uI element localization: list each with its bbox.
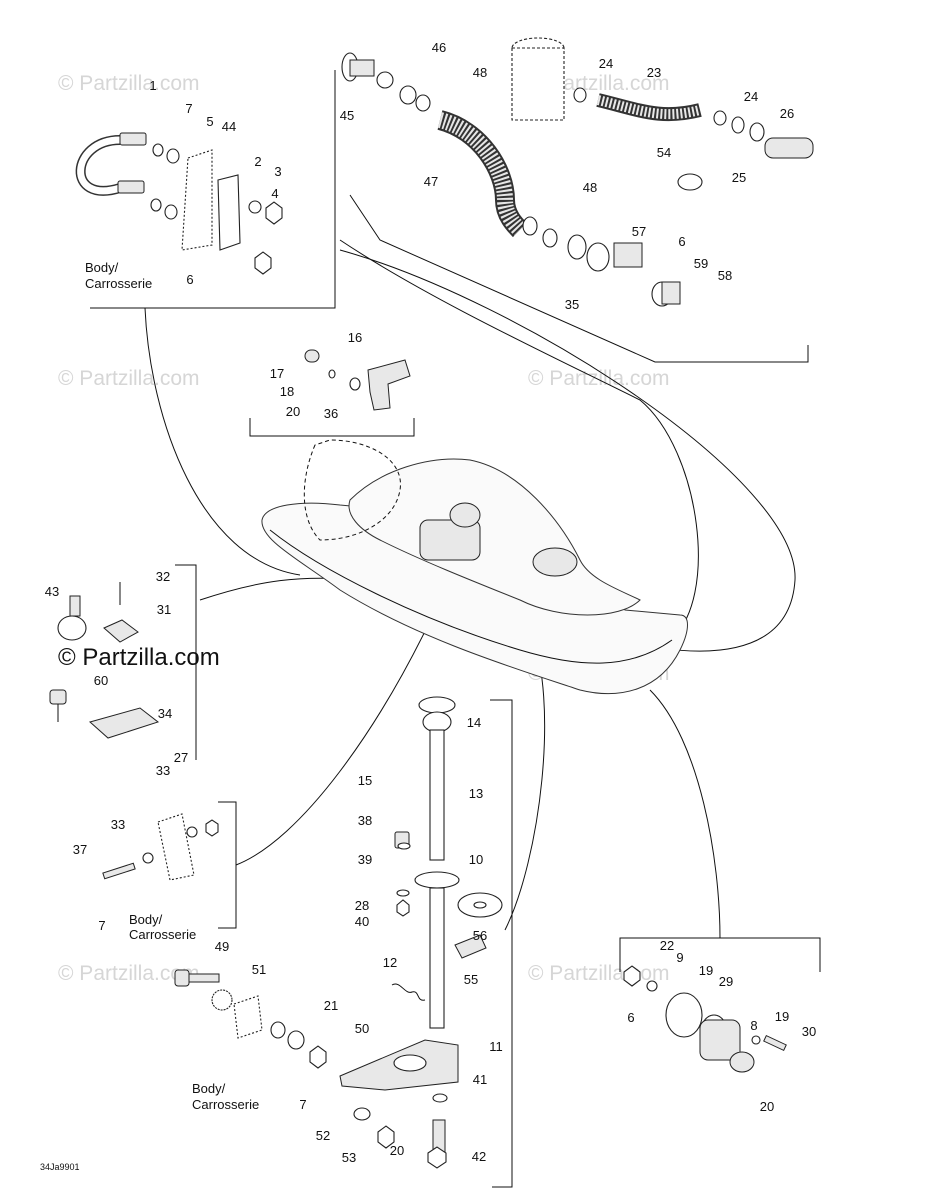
callout-35: 35 [565,297,579,312]
callout-13: 13 [469,786,483,801]
callout-50: 50 [355,1021,369,1036]
callout-19: 19 [699,963,713,978]
callout-31: 31 [157,602,171,617]
watermark: © Partzilla.com [58,962,200,985]
callout-14: 14 [467,715,481,730]
callout-56: 56 [473,928,487,943]
callout-33: 33 [111,817,125,832]
callout-20: 20 [760,1099,774,1114]
body-label-middle: Body/ Carrosserie [129,912,196,942]
callout-7: 7 [185,101,192,116]
callout-29: 29 [719,974,733,989]
callout-16: 16 [348,330,362,345]
callout-3: 3 [274,164,281,179]
callout-30: 30 [802,1024,816,1039]
carrosserie-label: Carrosserie [192,1097,259,1112]
diagram-code: 34Ja9901 [40,1162,80,1172]
steering-column-group [339,696,503,1169]
callout-17: 17 [270,366,284,381]
side-fixture-group [102,813,219,881]
carrosserie-label: Carrosserie [85,276,152,291]
callout-54: 54 [657,145,671,160]
callout-53: 53 [342,1150,356,1165]
carrosserie-label: Carrosserie [129,927,196,942]
hose-u-tube-group [75,132,283,275]
watermark-prominent: © Partzilla.com [58,644,220,671]
callout-36: 36 [324,406,338,421]
callout-24: 24 [599,56,613,71]
callout-25: 25 [732,170,746,185]
callout-42: 42 [472,1149,486,1164]
vent-tube-group [511,37,814,191]
callout-43: 43 [45,584,59,599]
callout-12: 12 [383,955,397,970]
body-label-bottom: Body/ Carrosserie [192,1081,259,1112]
callout-20: 20 [286,404,300,419]
callout-28: 28 [355,898,369,913]
callout-37: 37 [73,842,87,857]
callout-11: 11 [489,1039,503,1054]
callout-48: 48 [583,180,597,195]
drain-plug-group [623,965,787,1073]
callout-18: 18 [280,384,294,399]
body-label: Body/ [192,1081,226,1096]
hull [261,439,688,695]
intake-hose-group [341,52,681,307]
callout-7: 7 [98,918,105,933]
callout-45: 45 [340,108,354,123]
callout-2: 2 [254,154,261,169]
callout-5: 5 [206,114,213,129]
callout-57: 57 [632,224,646,239]
callout-19: 19 [775,1009,789,1024]
callout-55: 55 [464,972,478,987]
callout-40: 40 [355,914,369,929]
callout-47: 47 [424,174,438,189]
callout-6: 6 [627,1010,634,1025]
callout-59: 59 [694,256,708,271]
callout-49: 49 [215,939,229,954]
callout-7: 7 [299,1097,306,1112]
callout-46: 46 [432,40,446,55]
watermark: © Partzilla.com [528,367,670,390]
callout-48: 48 [473,65,487,80]
body-label: Body/ [129,912,163,927]
clips-group [49,582,160,739]
callout-34: 34 [158,706,172,721]
body-label-top: Body/ Carrosserie [85,260,152,291]
callout-22: 22 [660,938,674,953]
watermark: © Partzilla.com [58,72,200,95]
callout-38: 38 [358,813,372,828]
callout-6: 6 [186,272,193,287]
small-bracket-group [304,349,411,411]
callout-41: 41 [473,1072,487,1087]
callout-44: 44 [222,119,236,134]
callout-24: 24 [744,89,758,104]
callout-39: 39 [358,852,372,867]
callout-27: 27 [174,750,188,765]
callout-33: 33 [156,763,170,778]
body-label: Body/ [85,260,119,275]
callout-52: 52 [316,1128,330,1143]
callout-26: 26 [780,106,794,121]
callout-58: 58 [718,268,732,283]
callout-51: 51 [252,962,266,977]
callout-9: 9 [676,950,683,965]
callout-32: 32 [156,569,170,584]
callout-21: 21 [324,998,338,1013]
callout-60: 60 [94,673,108,688]
callout-6: 6 [678,234,685,249]
callout-4: 4 [271,186,278,201]
watermark: © Partzilla.com [528,962,670,985]
callout-20: 20 [390,1143,404,1158]
callout-15: 15 [358,773,372,788]
callout-23: 23 [647,65,661,80]
callout-8: 8 [750,1018,757,1033]
callout-10: 10 [469,852,483,867]
callout-1: 1 [149,78,156,93]
watermark: © Partzilla.com [58,367,200,390]
gear-screw-group [174,969,395,1149]
